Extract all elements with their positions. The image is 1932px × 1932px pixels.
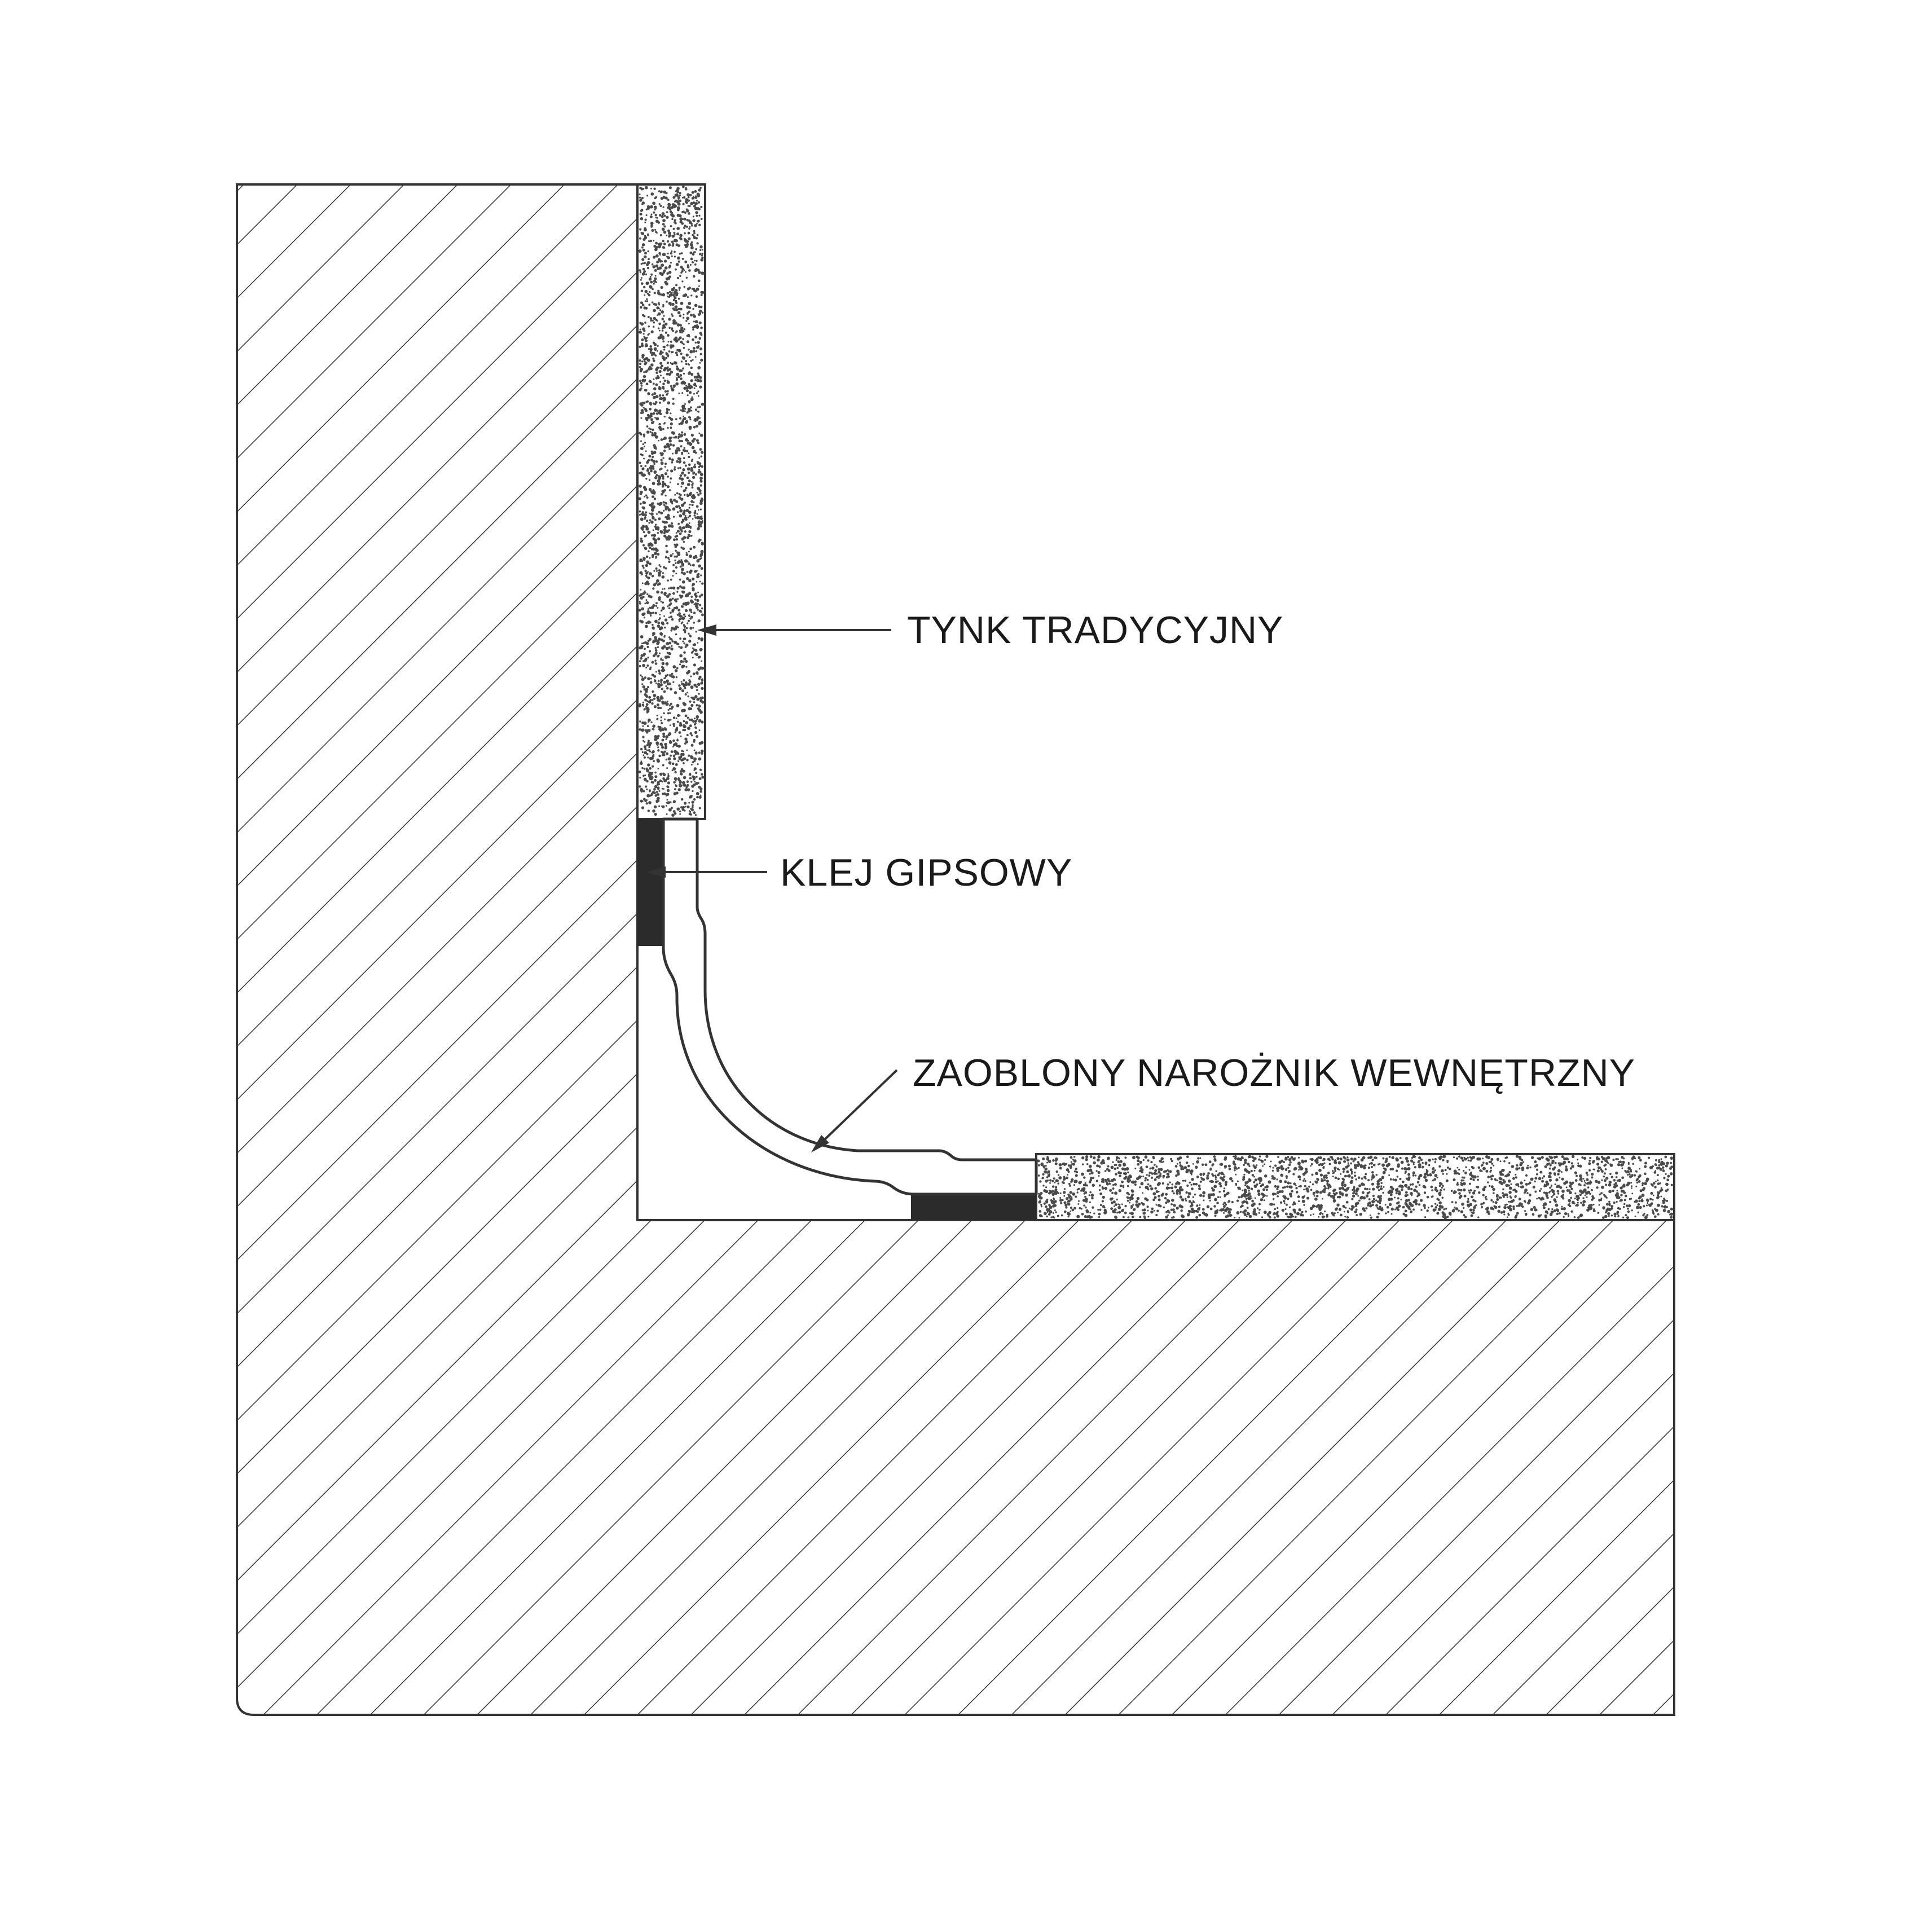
plaster-layer-horizontal: [1035, 1153, 1675, 1221]
adhesive-pad-vertical: [637, 819, 662, 946]
label-corner: ZAOBLONY NAROŻNIK WEWNĘTRZNY: [913, 1051, 1635, 1094]
masonry-wall: [236, 183, 1675, 1716]
rounded-corner-profile: [662, 817, 1038, 1196]
leader-plaster: [697, 624, 891, 636]
leader-adhesive: [646, 866, 767, 878]
label-plaster: TYNK TRADYCYJNY: [907, 609, 1283, 652]
adhesive-pad-horizontal: [911, 1194, 1036, 1220]
leader-corner: [811, 1069, 898, 1152]
plaster-layer-vertical: [636, 183, 706, 820]
label-adhesive: KLEJ GIPSOWY: [780, 851, 1072, 894]
